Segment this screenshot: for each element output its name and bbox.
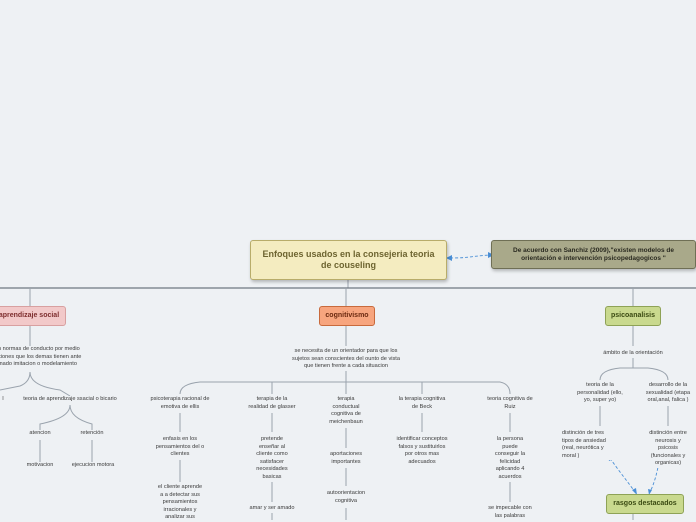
social-subleaf-ejecucion[interactable]: ejecucion motora <box>62 462 124 470</box>
rasgos-destacados-label: rasgos destacados <box>613 499 677 507</box>
branch-aprendizaje-social[interactable]: aprendizaje social <box>0 306 66 326</box>
social-description: n normas de conducto por medio ciones qu… <box>0 346 94 369</box>
cognitivismo-description: se necesita de un orientador para que lo… <box>280 348 412 371</box>
cog-meichenbaun-item-2[interactable]: autoorientacion cognitiva <box>312 490 380 506</box>
cog-glasser-item-2[interactable]: amar y ser amado <box>236 505 308 513</box>
social-child-topic[interactable]: teoria de aprendizaje ssacial o bicario <box>14 396 126 404</box>
branch-psicoanalisis[interactable]: psicoanalisis <box>605 306 661 326</box>
branch-cognitivismo[interactable]: cognitivismo <box>319 306 375 326</box>
branch-aprendizaje-social-label: aprendizaje social <box>0 311 60 319</box>
cog-topic-beck[interactable]: la terapia cognitiva de Beck <box>386 396 458 412</box>
cog-topic-ellis[interactable]: psicoterapia racional de emotiva de elli… <box>144 396 216 412</box>
cog-ruiz-item-1[interactable]: la persona puede conseguir la felicidad … <box>482 436 538 482</box>
cog-topic-glasser[interactable]: terapia de la realidad de glasser <box>236 396 308 412</box>
cog-beck-item-1[interactable]: identificar conceptos falsos y sustituir… <box>384 436 460 467</box>
social-subleaf-motivacion[interactable]: motivacion <box>16 462 64 470</box>
callout-topic-label: De acuerdo con Sanchiz (2009),"existen m… <box>513 246 674 262</box>
cog-glasser-item-1[interactable]: pretende enseñar al cliente como satisfa… <box>242 436 302 482</box>
central-topic[interactable]: Enfoques usados en la consejeria teoria … <box>250 240 447 280</box>
rasgos-destacados-topic[interactable]: rasgos destacados <box>606 494 684 514</box>
cog-ellis-item-2[interactable]: el cliente aprende a a detectar sus pens… <box>148 484 212 522</box>
cog-meichenbaun-item-1[interactable]: aportaciones importantes <box>316 451 376 467</box>
cog-topic-meichenbaun[interactable]: terapia conductual cognitiva de meichenb… <box>316 396 376 427</box>
central-topic-label: Enfoques usados en la consejeria teoria … <box>262 249 435 270</box>
social-leaf-retencion[interactable]: retención <box>72 430 112 438</box>
social-stub: l <box>0 396 6 404</box>
psico-item-ansiedad[interactable]: distinción de tres tipos de ansiedad (re… <box>562 430 624 461</box>
psico-topic-sexualidad[interactable]: desarrollo de la sexualidad (etapa oral,… <box>640 382 696 405</box>
cog-topic-ruiz[interactable]: teoria cognitiva de Ruiz <box>474 396 546 412</box>
branch-psicoanalisis-label: psicoanalisis <box>611 311 655 319</box>
cog-ruiz-item-2[interactable]: se impecable con las palabras <box>476 505 544 521</box>
social-leaf-atencion[interactable]: atencion <box>20 430 60 438</box>
cog-ellis-item-1[interactable]: enfasis en los pensamientos del o client… <box>146 436 214 459</box>
psicoanalisis-description: ámbito de la orientación <box>590 350 676 358</box>
psico-item-neurosis[interactable]: distinción entre neurosis y psicosis (fu… <box>640 430 696 468</box>
psico-topic-personalidad[interactable]: teoria de la personalidad (ello, yo, sup… <box>568 382 632 405</box>
callout-topic[interactable]: De acuerdo con Sanchiz (2009),"existen m… <box>491 240 696 269</box>
branch-cognitivismo-label: cognitivismo <box>325 311 369 319</box>
